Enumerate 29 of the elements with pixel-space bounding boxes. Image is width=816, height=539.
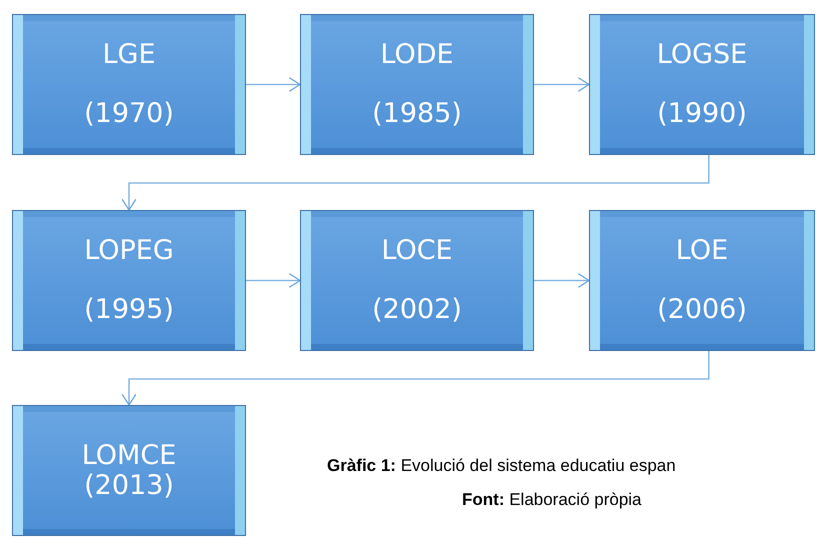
law-name: LOGSE [656, 40, 748, 70]
law-box [12, 14, 246, 155]
law-name: LOCE [381, 236, 453, 266]
law-name: LGE [102, 40, 156, 70]
law-year: (2013) [84, 470, 174, 500]
arrow [246, 272, 301, 288]
law-name: LOE [676, 236, 728, 266]
arrow [534, 76, 590, 92]
arrow [121, 155, 710, 211]
law-name: LODE [380, 40, 454, 70]
law-box [300, 14, 534, 155]
law-year: (1985) [372, 99, 462, 130]
law-year: (2002) [372, 295, 462, 326]
law-box [589, 210, 815, 351]
law-name: LOMCE [82, 440, 176, 470]
law-year: (1970) [84, 99, 174, 130]
law-year: (2006) [657, 295, 747, 326]
figure-caption: Gràfic 1: Evolució del sistema educatiu espan [327, 456, 676, 476]
source-note: Font: Elaboració pròpia [462, 490, 642, 510]
law-box [12, 405, 246, 536]
law-year: (1995) [84, 295, 174, 326]
arrow [246, 76, 301, 92]
law-box [589, 14, 815, 155]
law-name: LOPEG [84, 236, 174, 266]
arrow [534, 272, 590, 288]
law-box [300, 210, 534, 351]
law-box [12, 210, 246, 351]
arrow [121, 351, 710, 406]
law-year: (1990) [657, 99, 747, 130]
